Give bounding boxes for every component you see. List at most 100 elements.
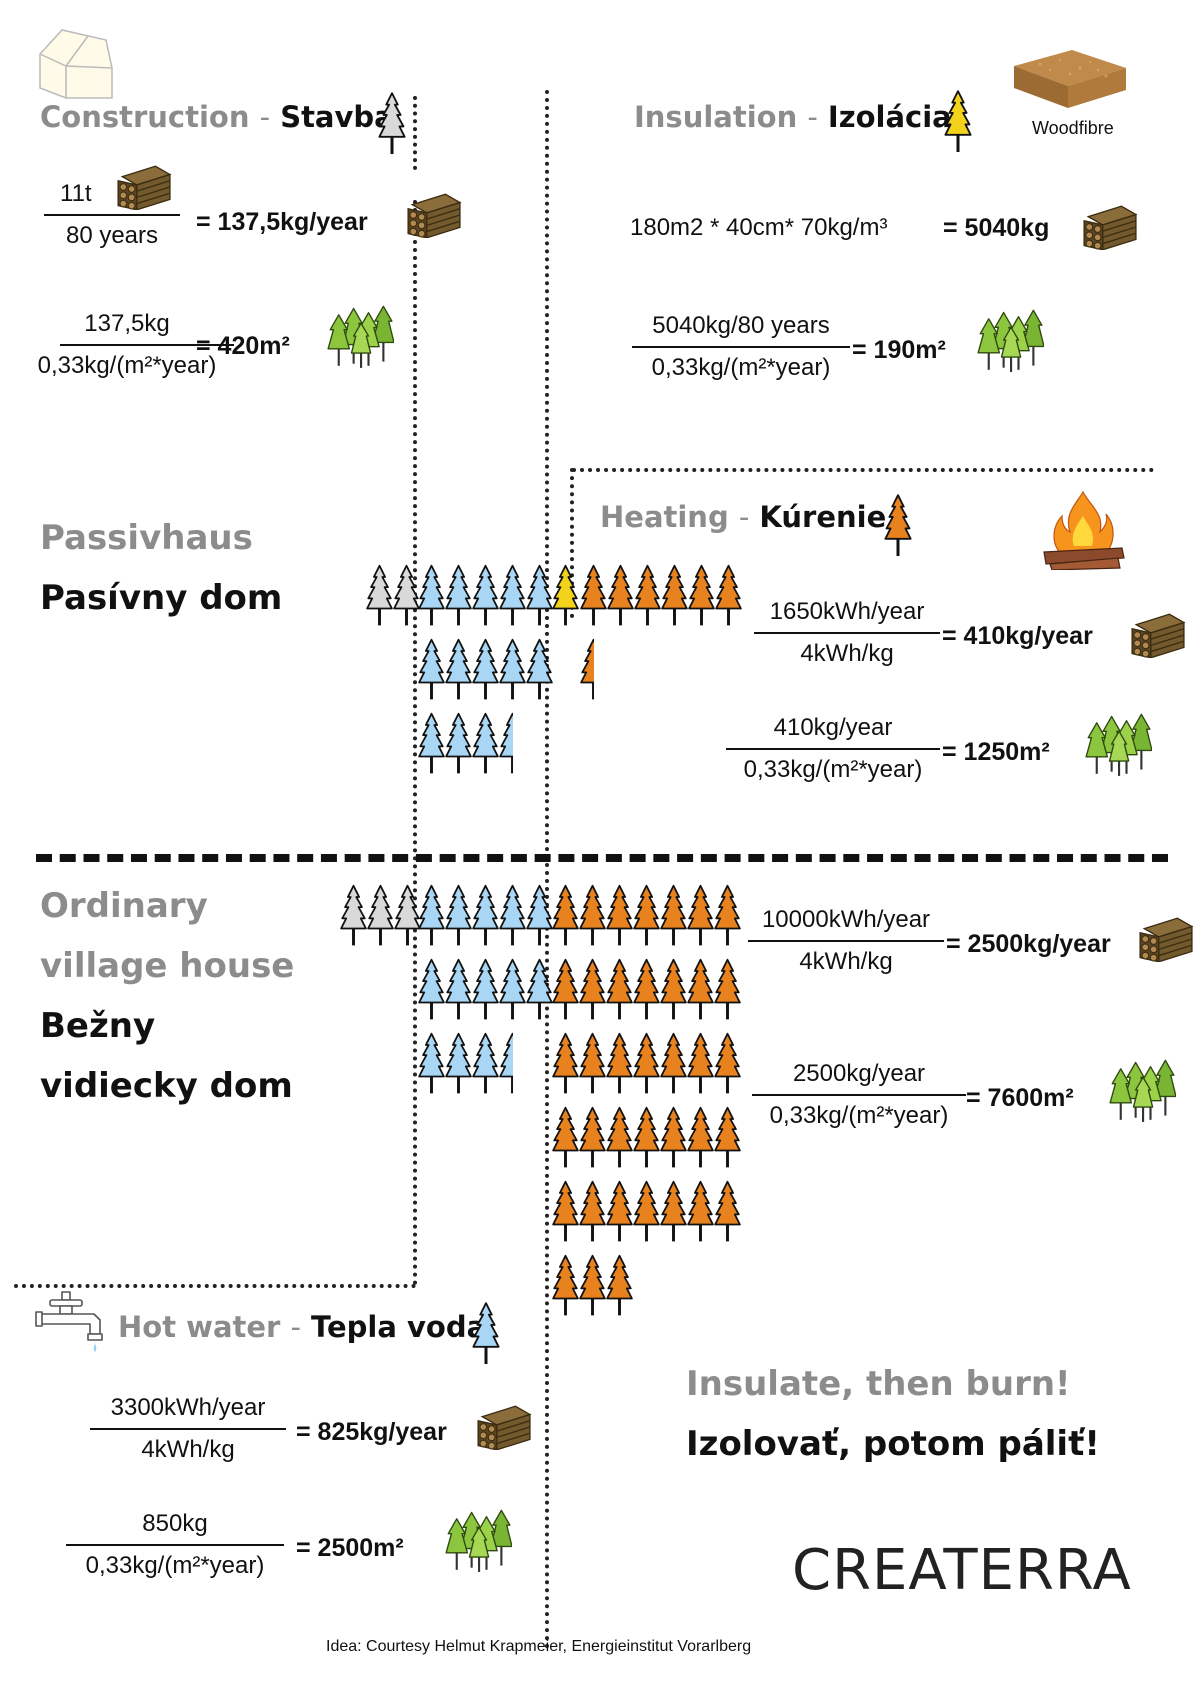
construction-title-dash: -: [259, 100, 271, 134]
construction-header-divider: [413, 96, 417, 170]
construction-forest-icon: [327, 305, 394, 368]
hotwater-f1-numerator: 3300kWh/year: [110, 1394, 266, 1421]
tree-icon: [445, 1032, 472, 1094]
tree-icon: [660, 958, 687, 1020]
tree-icon: [633, 1032, 660, 1094]
hotwater-header: Hot water - Tepla voda: [118, 1310, 486, 1344]
tree-icon: [472, 638, 499, 700]
construction-f1-numerator: 11t: [60, 180, 92, 207]
tree-icon: [394, 884, 421, 946]
ordinary-f1-numerator: 10000kWh/year: [761, 906, 931, 933]
tree-icon: [606, 1180, 633, 1242]
insulation-f1-result: = 5040kg: [943, 214, 1050, 242]
tree-icon: [633, 958, 660, 1020]
construction-f2-denominator: 0,33kg/(m²*year): [37, 352, 217, 379]
passivhaus-title-sk: Pasívny dom: [40, 578, 283, 618]
passivhaus-heating-trees: [580, 564, 750, 712]
tree-icon: [579, 1254, 606, 1316]
tree-icon: [367, 884, 394, 946]
heating-logs-icon: [1131, 613, 1185, 658]
hotwater-fraction-2: 850kg 0,33kg/(m²*year): [66, 1508, 284, 1582]
tree-icon: [499, 958, 526, 1020]
hotwater-f1-denominator: 4kWh/kg: [141, 1436, 235, 1463]
construction-tree-icon: [378, 92, 406, 154]
tree-icon: [526, 638, 553, 700]
tree-icon: [606, 1254, 633, 1316]
tree-icon: [715, 564, 742, 626]
center-vertical-divider: [545, 90, 549, 1650]
heating-fraction-1: 1650kWh/year 4kWh/kg: [754, 596, 940, 670]
woodfibre-board-icon: [1014, 50, 1126, 108]
tree-icon: [499, 638, 526, 700]
tree-icon: [687, 1180, 714, 1242]
tree-icon: [579, 958, 606, 1020]
construction-header: Construction - Stavba: [40, 100, 394, 134]
tree-icon: [633, 1180, 660, 1242]
insulation-fraction-2: 5040kg/80 years 0,33kg/(m²*year): [632, 310, 850, 384]
hotwater-logs-icon: [477, 1405, 531, 1450]
heating-title-dash: -: [738, 500, 750, 534]
tree-icon: [526, 884, 553, 946]
tree-icon: [340, 884, 367, 946]
tree-icon: [526, 958, 553, 1020]
slogan-sk: Izolovať, potom páliť!: [686, 1424, 1100, 1464]
tree-icon: [607, 564, 634, 626]
ordinary-f1-denominator: 4kWh/kg: [799, 948, 893, 975]
tree-icon: [687, 958, 714, 1020]
tree-icon: [688, 564, 715, 626]
insulation-f2-numerator: 5040kg/80 years: [652, 312, 830, 339]
construction-fraction-1: 11t 80 years: [44, 178, 180, 252]
heating-top-divider: [572, 468, 1154, 472]
insulation-title-en: Insulation: [634, 100, 798, 134]
tree-icon: [687, 1106, 714, 1168]
tree-icon: [687, 1032, 714, 1094]
tree-icon: [499, 884, 526, 946]
heating-f1-result: = 410kg/year: [942, 622, 1093, 650]
construction-logs-icon: [117, 165, 171, 210]
tree-icon: [499, 1032, 513, 1094]
tree-icon: [714, 1106, 741, 1168]
hotwater-title-dash: -: [290, 1310, 301, 1344]
tree-icon: [580, 564, 607, 626]
ordinary-heating-trees: [552, 884, 741, 1328]
ordinary-f2-denominator: 0,33kg/(m²*year): [769, 1102, 949, 1129]
tree-icon: [445, 638, 472, 700]
ordinary-title-sk-line1: Bežny: [40, 1006, 156, 1046]
hotwater-f2-numerator: 850kg: [142, 1510, 208, 1537]
hotwater-f2-denominator: 0,33kg/(m²*year): [85, 1552, 265, 1579]
heating-title-en: Heating: [600, 500, 729, 534]
tree-icon: [418, 1032, 445, 1094]
tree-icon: [552, 1180, 579, 1242]
tree-icon: [418, 564, 445, 626]
passivhaus-insulation-trees: [552, 564, 579, 638]
heating-vertical-divider: [570, 468, 574, 618]
heating-title-sk: Kúrenie: [759, 500, 887, 534]
insulation-title-sk: Izolácia: [827, 100, 952, 134]
tree-icon: [472, 958, 499, 1020]
insulation-f2-denominator: 0,33kg/(m²*year): [651, 354, 831, 381]
slogan-en: Insulate, then burn!: [686, 1364, 1071, 1404]
tree-icon: [660, 884, 687, 946]
insulation-f1-expression: 180m2 * 40cm* 70kg/m³: [630, 214, 888, 241]
faucet-icon: [35, 1291, 103, 1352]
tree-icon: [552, 884, 579, 946]
construction-title-sk: Stavba: [280, 100, 394, 134]
tree-icon: [472, 1032, 499, 1094]
construction-f2-result: = 420m²: [196, 332, 290, 360]
ordinary-title-sk-line2: vidiecky dom: [40, 1066, 293, 1106]
tree-icon: [579, 884, 606, 946]
hotwater-forest-icon: [445, 1509, 512, 1572]
tree-icon: [579, 1106, 606, 1168]
insulation-header: Insulation - Izolácia: [634, 100, 952, 134]
tree-icon: [418, 712, 445, 774]
tree-icon: [606, 1106, 633, 1168]
tree-icon: [552, 564, 579, 626]
campfire-icon: [1043, 490, 1125, 570]
createrra-logo: CREATERRA: [792, 1538, 1132, 1603]
tree-icon: [660, 1032, 687, 1094]
ordinary-f2-numerator: 2500kg/year: [792, 1060, 926, 1087]
insulation-forest-icon: [977, 309, 1044, 372]
insulation-f2-result: = 190m²: [852, 336, 946, 364]
construction-f2-numerator: 137,5kg: [84, 310, 170, 337]
tree-icon: [552, 958, 579, 1020]
